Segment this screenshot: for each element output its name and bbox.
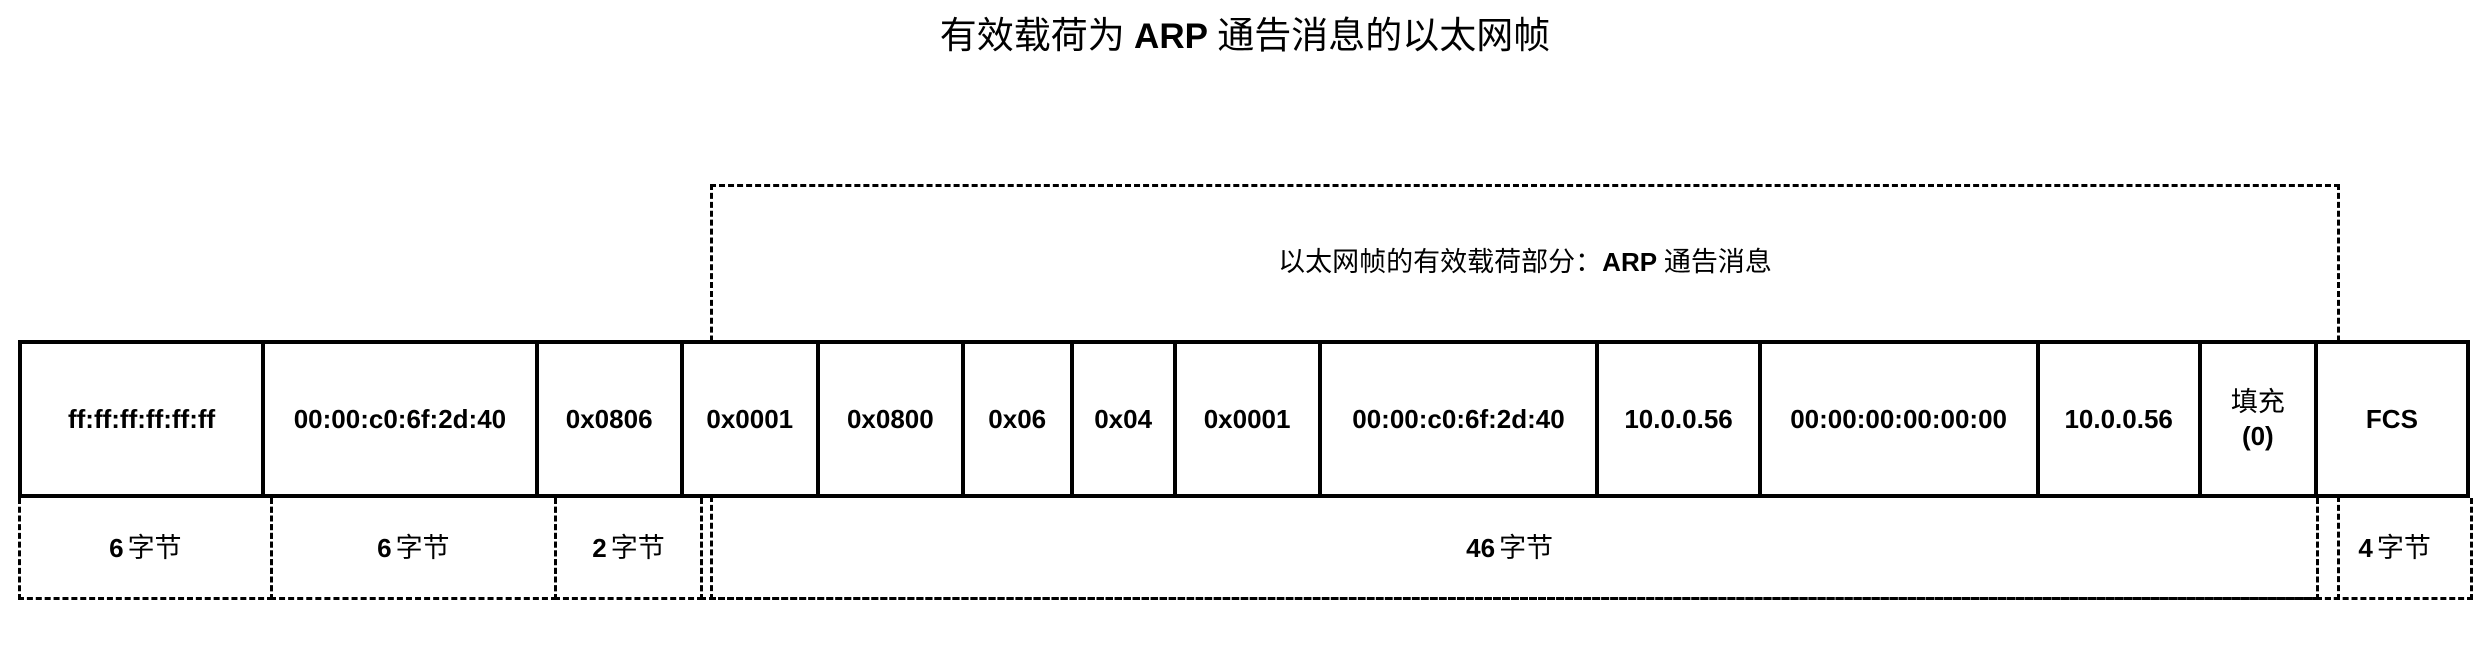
payload-region-label: 以太网帧的有效载荷部分：ARP 通告消息 bbox=[710, 245, 2340, 279]
frame-field-label: FCS bbox=[2365, 404, 2418, 434]
frame-field-label: 0x0800 bbox=[846, 404, 934, 434]
frame-field-7: 0x04 bbox=[1074, 344, 1177, 494]
payload-label-protocol: ARP bbox=[1602, 247, 1658, 277]
ethernet-frame-row: ff:ff:ff:ff:ff:ff 00:00:c0:6f:2d:40 0x0806… bbox=[18, 340, 2470, 498]
frame-field-14: FCS bbox=[2318, 344, 2466, 494]
field-size-number: 2 bbox=[592, 532, 607, 563]
field-size-number: 46 bbox=[1466, 532, 1496, 563]
field-size-number: 6 bbox=[109, 532, 124, 563]
frame-field-label-line1: 填充 bbox=[2230, 387, 2285, 417]
frame-field-label: 0x0001 bbox=[706, 404, 794, 434]
field-size-unit: 字节 bbox=[127, 532, 182, 563]
frame-field-9: 00:00:c0:6f:2d:40 bbox=[1322, 344, 1600, 494]
page-title: 有效载荷为 ARP 通告消息的以太网帧 bbox=[0, 14, 2490, 60]
frame-field-3: 0x0806 bbox=[539, 344, 684, 494]
payload-label-suffix: 通告消息 bbox=[1657, 247, 1772, 277]
page-title-prefix: 有效载荷为 bbox=[939, 16, 1135, 57]
field-size-unit: 字节 bbox=[1499, 532, 1554, 563]
field-size-unit: 字节 bbox=[395, 532, 450, 563]
frame-field-label: 0x0001 bbox=[1203, 404, 1291, 434]
frame-field-label: 10.0.0.56 bbox=[2064, 404, 2173, 434]
page-title-suffix: 通告消息的以太网帧 bbox=[1207, 16, 1551, 57]
frame-field-13: 填充 (0) bbox=[2202, 344, 2318, 494]
frame-field-5: 0x0800 bbox=[820, 344, 965, 494]
frame-field-label: ff:ff:ff:ff:ff:ff bbox=[67, 404, 216, 434]
field-size-number: 6 bbox=[377, 532, 392, 563]
frame-field-4: 0x0001 bbox=[684, 344, 820, 494]
frame-field-11: 00:00:00:00:00:00 bbox=[1762, 344, 2040, 494]
field-size-unit: 字节 bbox=[610, 532, 665, 563]
frame-field-label: 0x06 bbox=[988, 404, 1047, 434]
frame-field-label: 00:00:00:00:00:00 bbox=[1790, 404, 2008, 434]
frame-field-label-line2: (0) bbox=[2241, 421, 2274, 451]
frame-field-6: 0x06 bbox=[965, 344, 1074, 494]
frame-field-1: ff:ff:ff:ff:ff:ff bbox=[22, 344, 266, 494]
field-size-number: 4 bbox=[2358, 532, 2373, 563]
payload-label-prefix: 以太网帧的有效载荷部分： bbox=[1278, 247, 1603, 277]
frame-field-label: 0x0806 bbox=[565, 404, 653, 434]
frame-field-label: 填充 (0) bbox=[2231, 385, 2285, 453]
frame-field-8: 0x0001 bbox=[1177, 344, 1322, 494]
frame-field-label: 00:00:c0:6f:2d:40 bbox=[293, 404, 507, 434]
frame-field-12: 10.0.0.56 bbox=[2040, 344, 2202, 494]
field-size-unit: 字节 bbox=[2376, 532, 2431, 563]
frame-field-2: 00:00:c0:6f:2d:40 bbox=[265, 344, 539, 494]
frame-field-10: 10.0.0.56 bbox=[1599, 344, 1762, 494]
frame-field-label: 0x04 bbox=[1094, 404, 1153, 434]
frame-field-label: 00:00:c0:6f:2d:40 bbox=[1352, 404, 1565, 434]
page-title-protocol: ARP bbox=[1134, 17, 1208, 56]
frame-field-label: 10.0.0.56 bbox=[1624, 404, 1733, 434]
